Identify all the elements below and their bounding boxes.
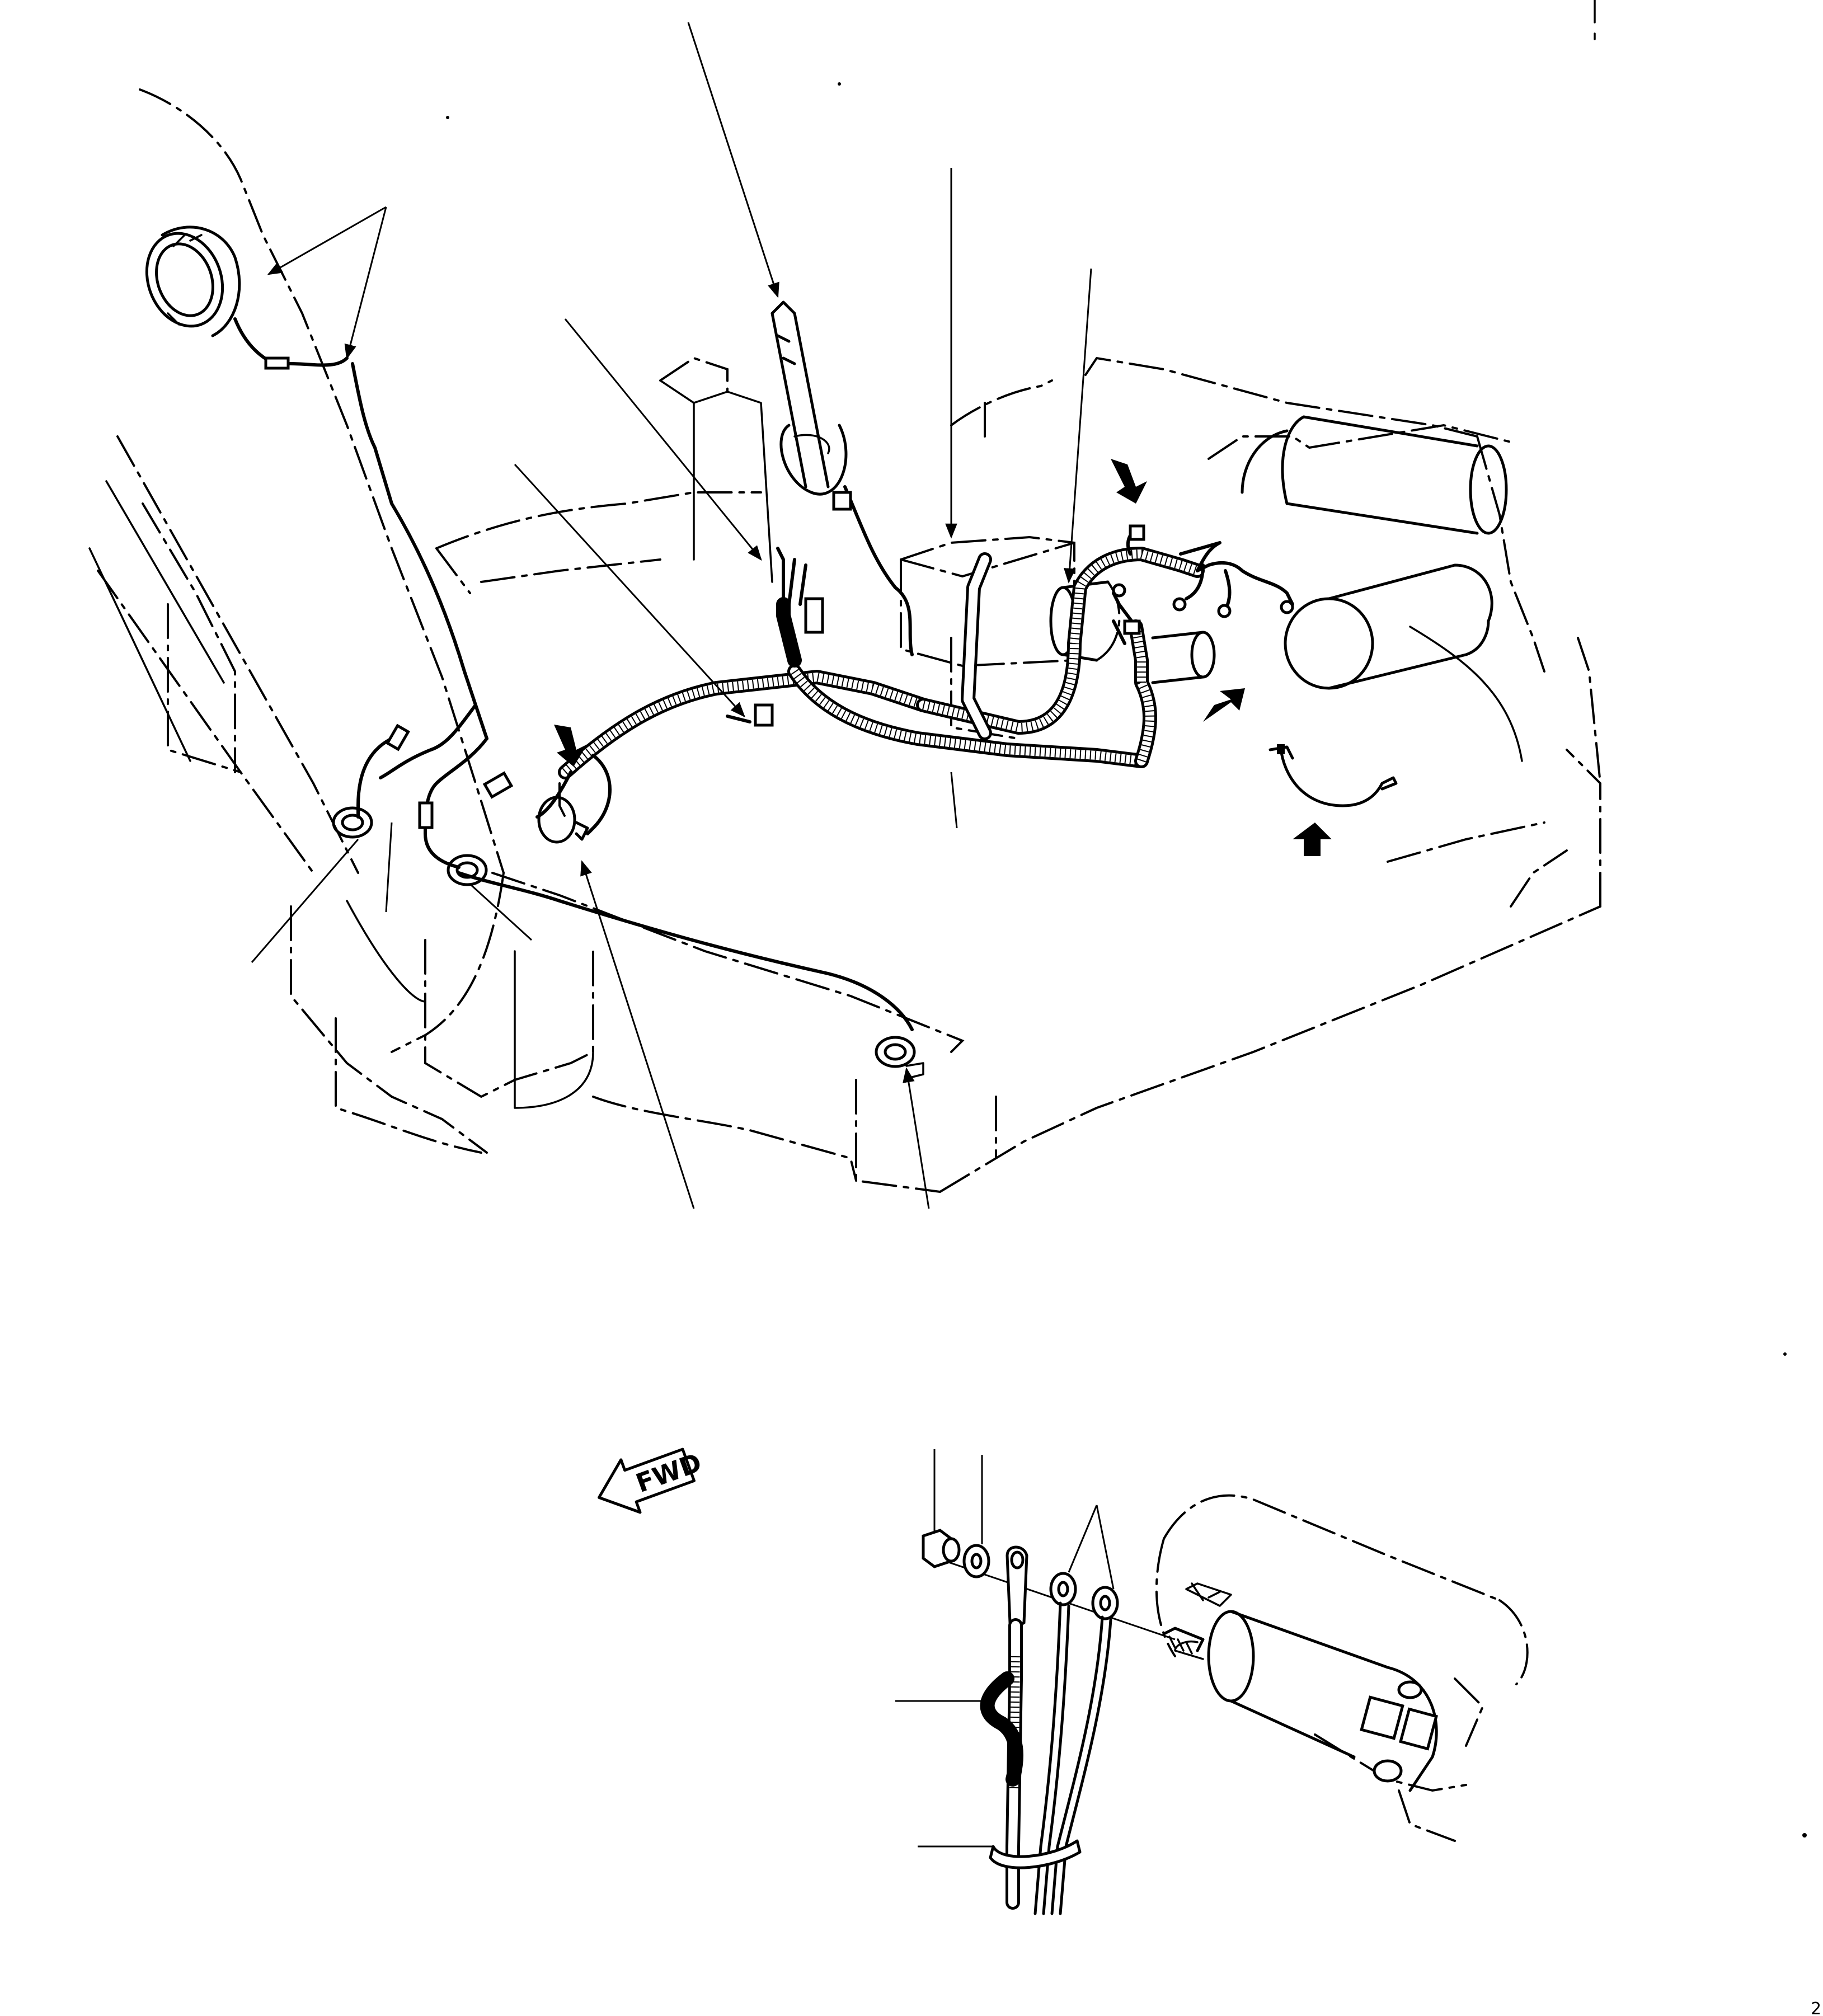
corner-mark: 2 [1811, 1999, 1821, 2016]
starter-terminal-detail [1155, 1494, 1529, 1842]
terminal-hardware-stack [895, 1449, 1176, 1915]
solid-view-arrow-icon [1203, 688, 1245, 722]
callout-leader-lines [251, 22, 1092, 1209]
forward-direction-arrow-icon: FWD [598, 1447, 706, 1514]
main-wiring-harness [233, 317, 1294, 1031]
solid-view-arrow-icon [554, 725, 588, 767]
harness-clamp [1268, 744, 1398, 807]
grommets-and-connectors [264, 356, 1294, 1078]
shift-lever [770, 300, 848, 496]
vehicle-body-phantom-outline [88, 88, 1601, 1193]
view-arrows [554, 459, 1332, 856]
registration-marks [446, 0, 1807, 1838]
solid-view-arrow-icon [1111, 459, 1147, 504]
horn-assembly [145, 225, 241, 337]
solid-view-arrow-icon [1293, 823, 1332, 856]
